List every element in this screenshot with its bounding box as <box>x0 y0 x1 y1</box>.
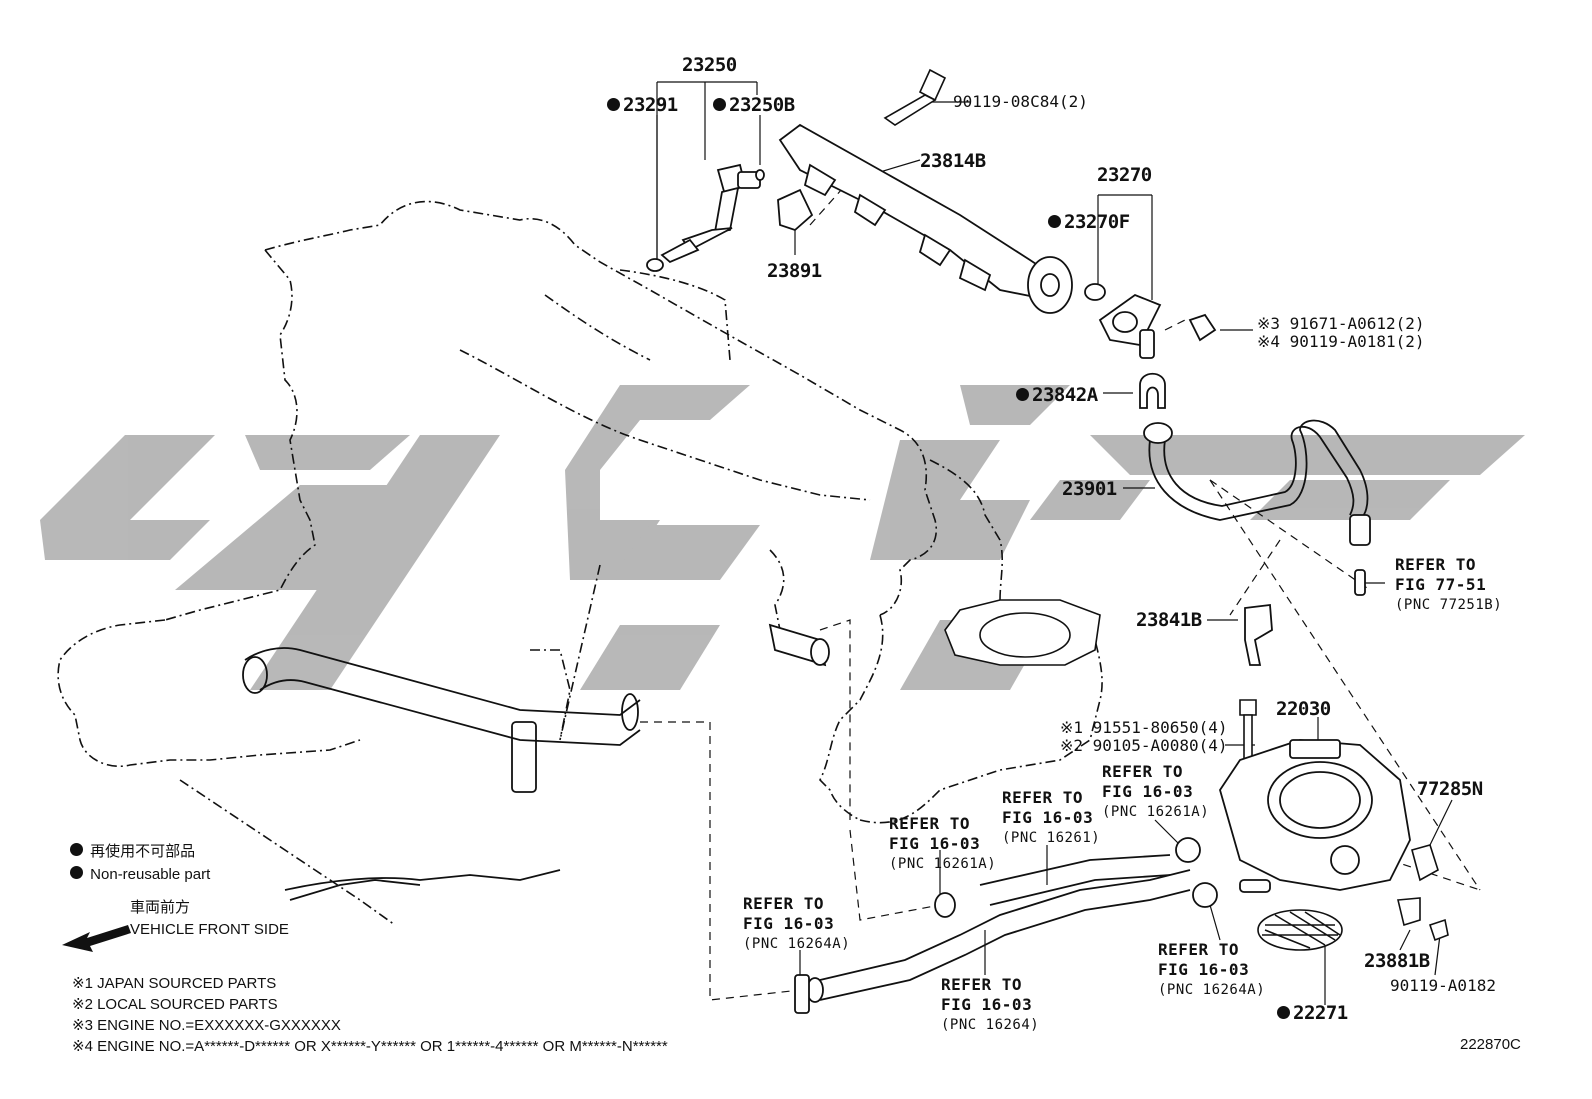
legend-text: Non-reusable part <box>90 866 211 883</box>
fuel-fitting-drawing <box>1084 283 1217 359</box>
part-label-23250b[interactable]: 23250B <box>713 96 795 115</box>
nonreusable-dot-icon <box>1016 388 1029 401</box>
refer-line2: FIG 16-03 <box>1102 782 1194 801</box>
water-bypass-pipe <box>242 647 641 793</box>
footnotes: ※1 JAPAN SOURCED PARTS ※2 LOCAL SOURCED … <box>72 973 668 1057</box>
refer-pnc: (PNC 16264) <box>941 1017 1040 1033</box>
hose-clip-drawing <box>1139 372 1166 409</box>
part-label-23901[interactable]: 23901 <box>1062 478 1117 500</box>
refer-line2: FIG 77-51 <box>1395 575 1487 594</box>
nonreusable-dot-icon <box>1277 1006 1290 1019</box>
coolant-hose-drawing <box>284 837 1218 1014</box>
footnote-4: ※4 ENGINE NO.=A******-D****** OR X******… <box>72 1038 668 1055</box>
part-label-77285n[interactable]: 77285N <box>1417 778 1483 800</box>
part-label-91551-80650[interactable]: ※1 91551-80650(4) <box>1060 718 1228 737</box>
refer-fig-16-03-16264a-left[interactable]: REFER TO FIG 16-03 (PNC 16264A) <box>743 894 850 954</box>
nonreusable-dot-icon <box>1048 215 1061 228</box>
fuel-injector-drawing <box>646 163 765 272</box>
legend-dot-icon <box>70 866 83 879</box>
part-number-text: 23270F <box>1064 211 1130 233</box>
refer-line2: FIG 16-03 <box>743 914 835 933</box>
refer-line1: REFER TO <box>941 975 1023 994</box>
refer-fig-16-03-16264[interactable]: REFER TO FIG 16-03 (PNC 16264) <box>941 975 1039 1035</box>
legend-nonreusable-en: Non-reusable part <box>70 866 210 882</box>
part-number-text: 23842A <box>1032 384 1098 406</box>
part-label-23270f[interactable]: 23270F <box>1048 213 1130 232</box>
refer-line1: REFER TO <box>889 814 971 833</box>
footnote-1: ※1 JAPAN SOURCED PARTS <box>72 975 277 992</box>
refer-pnc: (PNC 16264A) <box>1158 982 1266 998</box>
part-label-23291[interactable]: 23291 <box>607 96 678 115</box>
refer-pnc: (PNC 16261A) <box>1102 804 1210 820</box>
refer-fig-16-03-16261a-left[interactable]: REFER TO FIG 16-03 (PNC 16261A) <box>889 814 996 874</box>
refer-fig-16-03-16264a-right[interactable]: REFER TO FIG 16-03 (PNC 16264A) <box>1158 940 1265 1000</box>
part-number-text: 22271 <box>1293 1002 1348 1024</box>
part-label-90119-08c84[interactable]: 90119-08C84(2) <box>953 92 1088 111</box>
nonreusable-dot-icon <box>713 98 726 111</box>
clamp-drawing <box>1244 603 1273 666</box>
part-label-90119-a0182[interactable]: 90119-A0182 <box>1390 976 1496 995</box>
figure-code: 222870C <box>1460 1036 1521 1053</box>
legend-front-en: VEHICLE FRONT SIDE <box>130 921 289 938</box>
refer-line1: REFER TO <box>1002 788 1084 807</box>
refer-line2: FIG 16-03 <box>941 995 1033 1014</box>
part-number-text: 23250B <box>729 94 795 116</box>
refer-pnc: (PNC 16264A) <box>743 936 851 952</box>
throttle-gasket-drawing <box>1257 909 1343 951</box>
part-label-23881b[interactable]: 23881B <box>1364 950 1430 972</box>
legend-text: 再使用不可部品 <box>90 843 196 860</box>
refer-line1: REFER TO <box>1102 762 1184 781</box>
part-label-23814b[interactable]: 23814B <box>920 150 986 172</box>
leader-dashed <box>640 179 1481 1001</box>
part-label-23250[interactable]: 23250 <box>682 54 737 76</box>
refer-pnc: (PNC 16261A) <box>889 856 997 872</box>
front-arrow-icon <box>62 925 131 952</box>
footnote-3: ※3 ENGINE NO.=EXXXXXX-GXXXXXX <box>72 1017 341 1034</box>
refer-fig-77-51[interactable]: REFER TO FIG 77-51 (PNC 77251B) <box>1395 555 1502 615</box>
fuel-delivery-pipe-drawing <box>778 123 1073 314</box>
engine-outline <box>57 200 1103 926</box>
legend-dot-icon <box>70 843 83 856</box>
refer-line2: FIG 16-03 <box>1002 808 1094 827</box>
part-label-23270[interactable]: 23270 <box>1097 164 1152 186</box>
bolt-drawing <box>883 68 947 126</box>
refer-line1: REFER TO <box>743 894 825 913</box>
refer-pnc: (PNC 77251B) <box>1395 597 1503 613</box>
part-label-90119-a0181[interactable]: ※4 90119-A0181(2) <box>1257 332 1425 351</box>
elbow-tube-drawing <box>768 623 830 667</box>
refer-fig-16-03-16261[interactable]: REFER TO FIG 16-03 (PNC 16261) <box>1002 788 1100 848</box>
refer-fig-16-03-16261a-top[interactable]: REFER TO FIG 16-03 (PNC 16261A) <box>1102 762 1209 822</box>
legend-nonreusable-jp: 再使用不可部品 <box>70 843 195 859</box>
part-label-90105-a0080[interactable]: ※2 90105-A0080(4) <box>1060 736 1228 755</box>
refer-line2: FIG 16-03 <box>889 834 981 853</box>
part-label-22030[interactable]: 22030 <box>1276 698 1331 720</box>
legend-front-jp: 車両前方 <box>130 899 191 916</box>
part-label-22271[interactable]: 22271 <box>1277 1004 1348 1023</box>
throttle-body-drawing <box>1219 739 1411 893</box>
refer-line1: REFER TO <box>1395 555 1477 574</box>
part-label-23842a[interactable]: 23842A <box>1016 386 1098 405</box>
insulator-drawing <box>777 188 814 232</box>
refer-pnc: (PNC 16261) <box>1002 830 1101 846</box>
fuel-hose-drawing <box>1143 419 1371 596</box>
part-number-text: 23291 <box>623 94 678 116</box>
part-label-23841b[interactable]: 23841B <box>1136 609 1202 631</box>
refer-line2: FIG 16-03 <box>1158 960 1250 979</box>
part-label-91671-a0612[interactable]: ※3 91671-A0612(2) <box>1257 314 1425 333</box>
intake-flange-drawing <box>944 599 1101 666</box>
refer-line1: REFER TO <box>1158 940 1240 959</box>
nonreusable-dot-icon <box>607 98 620 111</box>
footnote-2: ※2 LOCAL SOURCED PARTS <box>72 996 278 1013</box>
sensor-bracket-drawing <box>1397 844 1449 942</box>
part-label-23891[interactable]: 23891 <box>767 260 822 282</box>
